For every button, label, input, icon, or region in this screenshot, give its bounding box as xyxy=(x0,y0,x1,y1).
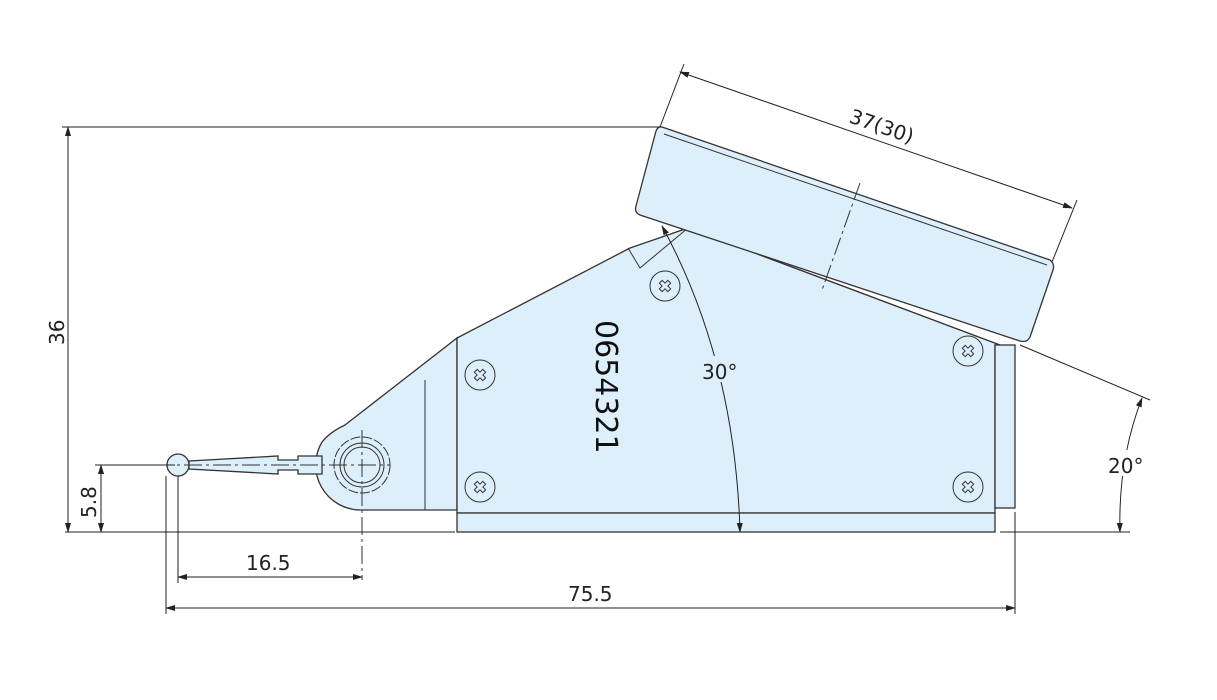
angle-30-label: 30° xyxy=(702,360,737,384)
screw-icon xyxy=(952,471,984,503)
dim-height-label: 36 xyxy=(45,320,69,345)
extension-line xyxy=(659,63,685,128)
extension-line xyxy=(1051,199,1078,263)
screw-icon xyxy=(464,471,496,503)
angle-label-bg xyxy=(1106,450,1150,476)
side-strip xyxy=(994,344,1016,509)
part-marking: 0654321 xyxy=(588,320,623,454)
angle-20-label: 20° xyxy=(1108,454,1143,478)
lever-stick xyxy=(155,430,390,580)
pad-centerline xyxy=(821,182,861,291)
screw-icon xyxy=(464,359,496,391)
dim-hinge-height-label: 5.8 xyxy=(77,486,101,518)
lever-arm xyxy=(315,336,458,511)
dim-hinge-offset-label: 16.5 xyxy=(246,551,291,575)
extension-line xyxy=(1019,344,1151,401)
screw-icon xyxy=(952,335,984,367)
angle-label-bg xyxy=(700,356,744,382)
dim-pad-length-line xyxy=(679,71,1073,209)
dim-overall-label: 75.5 xyxy=(568,582,613,606)
base-plate xyxy=(456,512,996,533)
screw-icon xyxy=(649,270,681,302)
